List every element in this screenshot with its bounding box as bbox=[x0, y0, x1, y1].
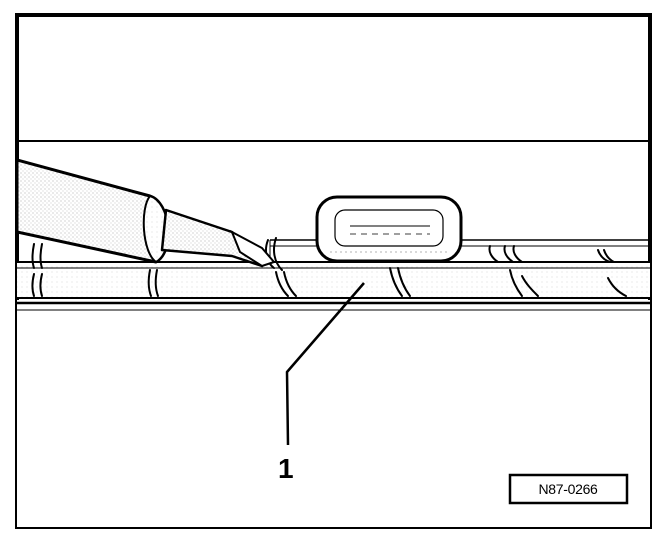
reference-code: N87-0266 bbox=[538, 481, 598, 497]
callout-label-1: 1 bbox=[278, 453, 294, 484]
screwdriver-tool bbox=[17, 158, 276, 268]
retaining-clips bbox=[31, 237, 627, 297]
reference-code-box: N87-0266 bbox=[508, 473, 629, 505]
callout-leader-line bbox=[285, 282, 365, 446]
trim-clip-block bbox=[315, 195, 463, 263]
